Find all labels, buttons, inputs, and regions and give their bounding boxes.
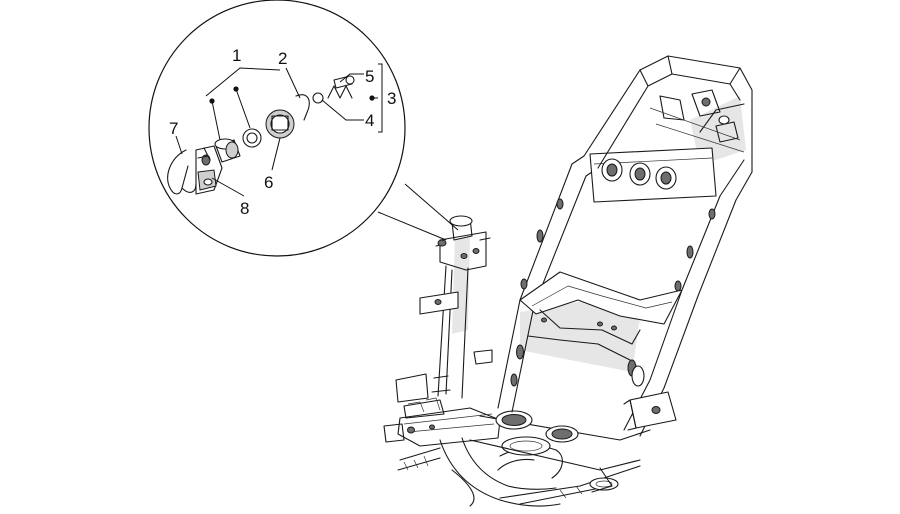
callout-1: 1 — [232, 46, 241, 65]
leader-lines — [175, 63, 383, 197]
scooter-frame — [383, 55, 753, 507]
callout-4: 4 — [365, 111, 374, 130]
part-lock-cylinder — [214, 138, 241, 163]
part-6-cam-housing — [265, 109, 295, 139]
callout-6: 6 — [264, 173, 273, 192]
part-4-o-ring — [312, 92, 324, 104]
part-5-spring — [327, 75, 355, 99]
detail-magnifier — [148, 0, 459, 257]
part-2-spring-clip — [295, 94, 310, 121]
callout-7: 7 — [169, 119, 178, 138]
callout-5: 5 — [365, 67, 374, 86]
exploded-parts — [167, 75, 375, 195]
part-8-lock-body — [195, 145, 223, 195]
callout-8: 8 — [240, 199, 249, 218]
callout-2: 2 — [278, 49, 287, 68]
part-7-wire-clip — [167, 149, 197, 195]
callout-labels: 1 2 3 4 5 6 7 8 — [169, 46, 396, 218]
callout-3: 3 — [387, 89, 396, 108]
